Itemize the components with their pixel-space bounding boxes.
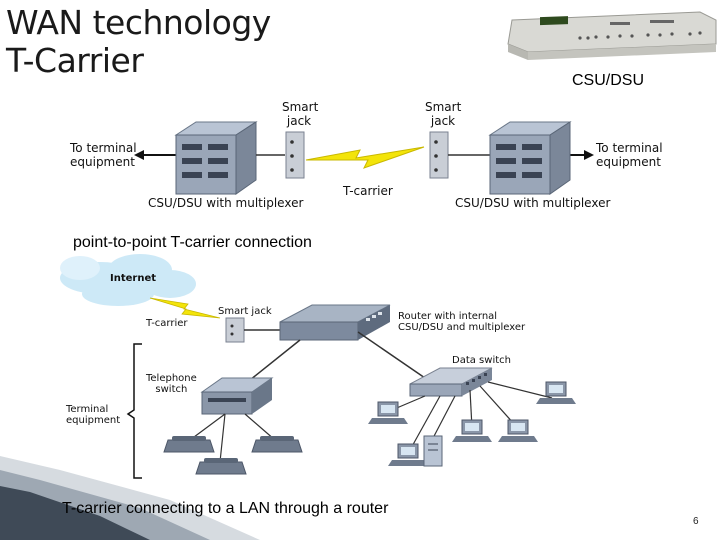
terminal-equipment-label-line1: Terminal — [66, 404, 109, 415]
server-icon — [423, 435, 443, 467]
left-terminal-label-line2: equipment — [70, 155, 135, 169]
t-carrier-label-2: T-carrier — [146, 318, 188, 329]
internet-label: Internet — [110, 273, 157, 284]
right-smart-jack-label: Smart jack — [425, 100, 461, 128]
right-smart-jack-label-line1: Smart — [425, 100, 462, 114]
csu-dsu-device-image — [507, 11, 717, 60]
lan-router-caption: T-carrier connecting to a LAN through a … — [62, 500, 389, 517]
title-line-1: WAN technology — [6, 3, 271, 42]
workstation-icon — [388, 443, 428, 466]
workstation-icon — [368, 401, 408, 424]
point-to-point-caption: point-to-point T-carrier connection — [73, 234, 312, 251]
title-line-2: T-Carrier — [6, 41, 144, 80]
router-label: Router with internal CSU/DSU and multipl… — [398, 311, 525, 333]
telephone-switch-label-line1: Telephone — [146, 373, 197, 384]
right-terminal-label-line2: equipment — [596, 155, 661, 169]
left-smart-jack-icon — [285, 131, 305, 179]
left-smart-jack-label-line2: jack — [286, 114, 312, 128]
right-terminal-label-line1: To terminal — [596, 141, 663, 155]
router-label-line1: Router with internal — [398, 311, 498, 322]
decorative-swoosh — [0, 456, 260, 540]
telephone-icon — [163, 436, 215, 453]
csu-dsu-device-label: CSU/DSU — [572, 72, 645, 89]
right-multiplexer-label: CSU/DSU with multiplexer — [455, 196, 611, 210]
router-icon — [279, 304, 391, 341]
right-multiplexer-icon — [488, 121, 572, 195]
telephone-switch-label: Telephone switch — [146, 373, 197, 395]
right-smart-jack-label-line2: jack — [430, 114, 456, 128]
left-smart-jack-label-line1: Smart — [282, 100, 319, 114]
left-terminal-label: To terminal equipment — [70, 141, 137, 169]
data-switch-icon — [409, 367, 493, 397]
telephone-switch-label-line2: switch — [155, 384, 188, 395]
telephone-switch-icon — [200, 377, 274, 415]
terminal-equipment-label: Terminal equipment — [66, 404, 120, 426]
telephone-icon — [251, 436, 303, 453]
page-number: 6 — [693, 516, 699, 527]
slide-title: WAN technology T-Carrier — [6, 4, 271, 80]
router-label-line2: CSU/DSU and multiplexer — [398, 322, 526, 333]
diagram-lan-router — [60, 254, 576, 479]
workstation-icon — [536, 381, 576, 404]
workstation-icon — [452, 419, 492, 442]
right-terminal-label: To terminal equipment — [596, 141, 663, 169]
smart-jack-icon — [225, 317, 245, 343]
t-carrier-lightning-icon — [305, 146, 425, 169]
smart-jack-label: Smart jack — [218, 306, 272, 317]
internet-cloud-icon — [60, 254, 196, 306]
left-terminal-label-line1: To terminal — [70, 141, 137, 155]
right-smart-jack-icon — [429, 131, 449, 179]
diagram-point-to-point — [134, 121, 594, 195]
t-carrier-label: T-carrier — [343, 184, 393, 198]
telephone-icon — [195, 458, 247, 475]
left-multiplexer-label: CSU/DSU with multiplexer — [148, 196, 304, 210]
left-multiplexer-icon — [174, 121, 258, 195]
terminal-bracket — [126, 343, 142, 479]
data-switch-label: Data switch — [452, 355, 511, 366]
terminal-equipment-label-line2: equipment — [66, 415, 121, 426]
left-smart-jack-label: Smart jack — [282, 100, 319, 128]
workstation-icon — [498, 419, 538, 442]
